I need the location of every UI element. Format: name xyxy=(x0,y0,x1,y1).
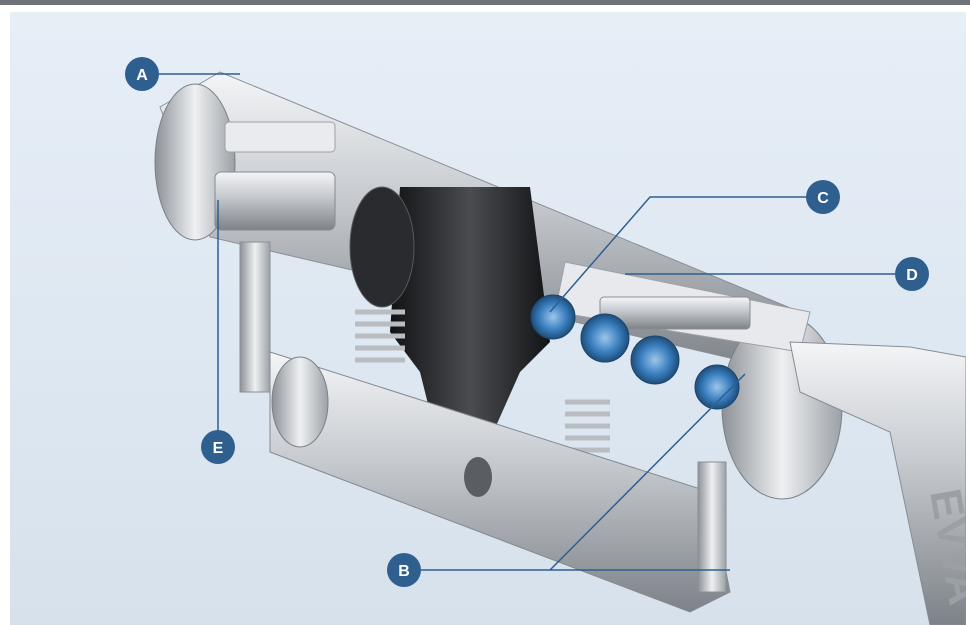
marker-d: D xyxy=(895,257,929,291)
pin-stack-left xyxy=(214,121,336,393)
marker-b-label: B xyxy=(398,563,410,580)
cam xyxy=(349,186,550,462)
springs xyxy=(355,309,610,453)
key: EVVA xyxy=(789,341,966,625)
marker-a-label: A xyxy=(136,67,148,84)
blue-rotors xyxy=(530,294,740,410)
marker-e: E xyxy=(201,430,235,464)
illustration-svg: EVVA A C D xyxy=(125,57,966,625)
marker-c: C xyxy=(806,180,840,214)
leader-lines xyxy=(155,73,895,571)
lock-cylinder-cutaway-illustration: EVVA A C D xyxy=(10,12,966,625)
leader-c xyxy=(549,196,808,313)
marker-c-label: C xyxy=(817,190,829,207)
marker-a: A xyxy=(125,57,159,91)
marker-e-label: E xyxy=(213,440,224,457)
top-border xyxy=(0,0,970,5)
marker-d-label: D xyxy=(906,267,918,284)
marker-b: B xyxy=(387,553,421,587)
